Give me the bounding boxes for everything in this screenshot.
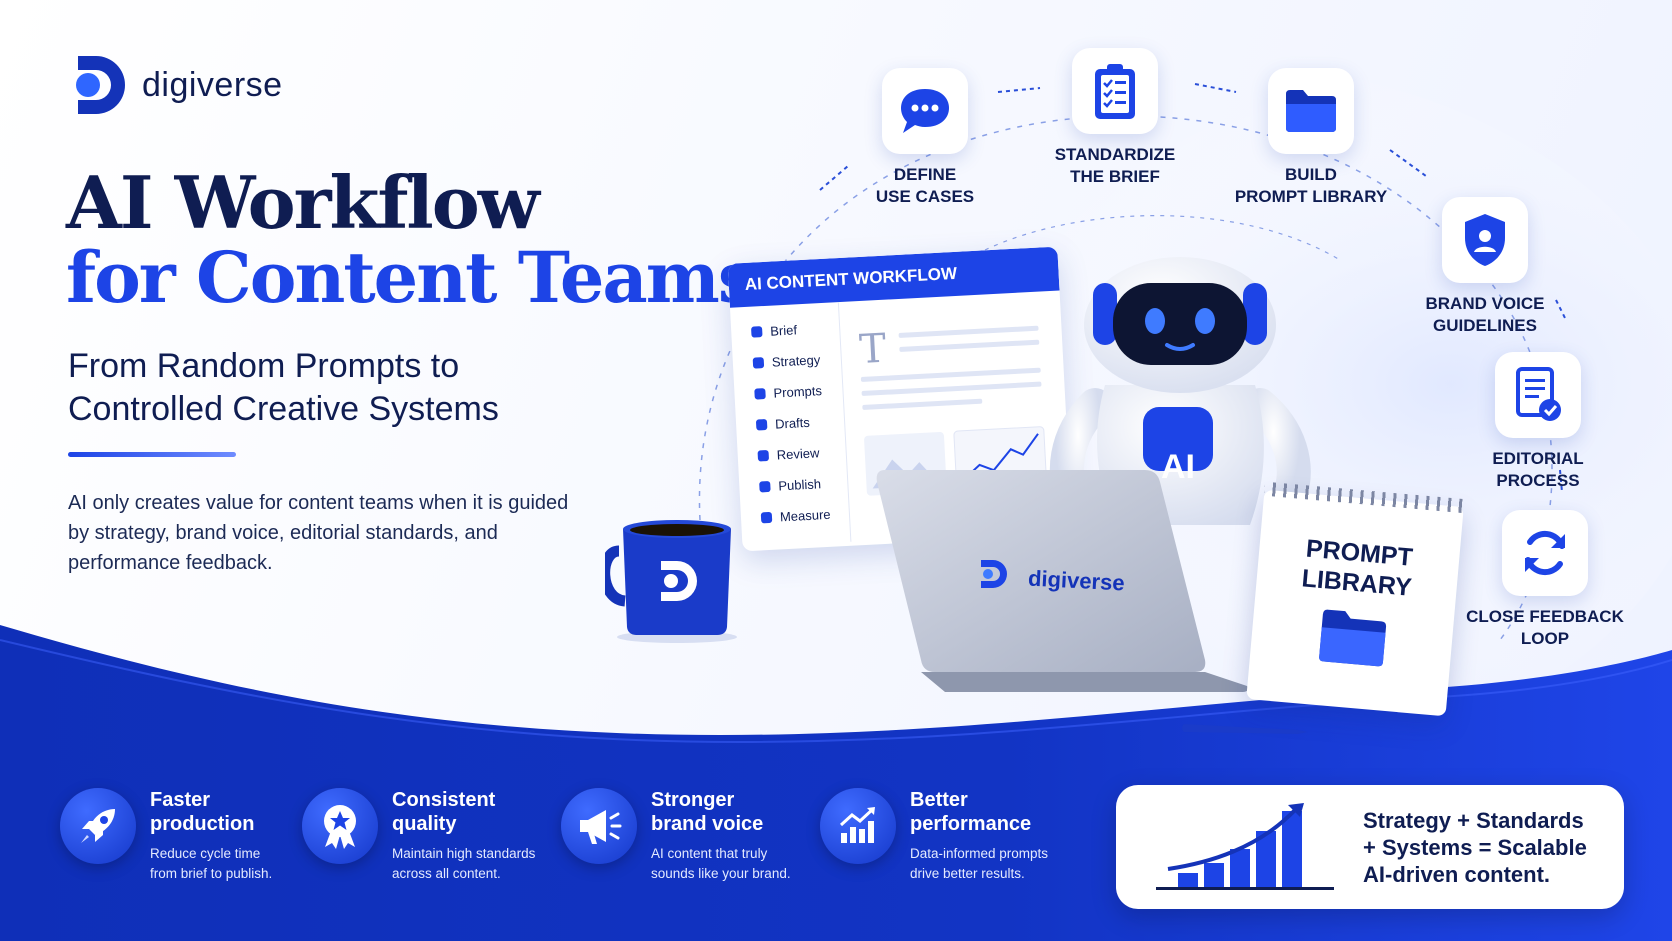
digiverse-logo-icon	[76, 56, 125, 114]
pen	[1182, 724, 1308, 734]
laptop-brand-name: digiverse	[1027, 565, 1126, 596]
review-icon	[757, 449, 770, 462]
rocket-icon	[81, 809, 115, 843]
workflow-item-label: Brief	[769, 322, 798, 339]
chat-bubble-icon	[901, 89, 949, 133]
brand-logo[interactable]: digiverse	[66, 52, 283, 118]
feature-desc-line-1: Reduce cycle time	[150, 846, 261, 861]
folder-icon	[1319, 609, 1387, 667]
prompts-icon	[754, 388, 766, 400]
intro-paragraph: AI only creates value for content teams …	[68, 492, 569, 574]
subheadline-line-2: Controlled Creative Systems	[68, 390, 499, 428]
folder-icon	[1286, 90, 1336, 132]
workflow-item-label: Strategy	[771, 352, 821, 370]
step-label-line-2: USE CASES	[875, 187, 975, 206]
step-label-line-2: PROCESS	[1496, 471, 1580, 490]
step-icon-tile	[882, 68, 968, 154]
measure-icon	[760, 511, 773, 524]
summary-line-3: AI-driven content.	[1363, 862, 1551, 887]
summary-line-1: Strategy + Standards	[1363, 808, 1584, 833]
step-label-line-2: THE BRIEF	[1070, 167, 1160, 186]
step-brand-voice-guidelines[interactable]: BRAND VOICE GUIDELINES	[1400, 197, 1570, 337]
step-label-line-1: BUILD	[1285, 165, 1337, 184]
workflow-sidebar: Brief Strategy Prompts Drafts Review Pub…	[729, 302, 852, 548]
workflow-item-label: Publish	[777, 476, 822, 494]
megaphone-icon	[580, 810, 622, 844]
feature-title-line-2: brand voice	[651, 813, 764, 835]
feature-desc-line-2: sounds like your brand.	[651, 866, 791, 881]
feature-desc-line-2: across all content.	[392, 866, 501, 881]
workflow-item-label: Prompts	[773, 383, 823, 401]
feature-desc-line-1: Maintain high standards	[392, 846, 536, 861]
step-label-line-1: BRAND VOICE	[1425, 294, 1545, 313]
prompt-library-notepad: PROMPT LIBRARY	[1246, 481, 1465, 717]
drafts-icon	[755, 418, 768, 431]
feature-title-line-1: Stronger	[651, 789, 735, 811]
workflow-item-label: Drafts	[774, 414, 811, 432]
headline-line-1: AI Workflow	[66, 160, 540, 245]
brief-icon	[751, 326, 763, 338]
step-label-line-1: EDITORIAL	[1492, 449, 1584, 468]
feature-icon-circle	[60, 788, 136, 864]
step-define-use-cases[interactable]: DEFINE USE CASES	[840, 68, 1010, 208]
feature-title-line-1: Faster	[150, 789, 211, 811]
headline-line-2: for Content Teams	[66, 236, 757, 319]
step-icon-tile	[1442, 197, 1528, 283]
step-label-line-1: DEFINE	[893, 165, 957, 184]
feature-icon-circle	[820, 788, 896, 864]
subheadline-line-1: From Random Prompts to	[68, 347, 460, 385]
strategy-icon	[752, 357, 765, 369]
step-build-prompt-library[interactable]: BUILD PROMPT LIBRARY	[1226, 68, 1396, 208]
summary-card: Strategy + Standards + Systems = Scalabl…	[1116, 785, 1624, 909]
robot-ai-badge: AI	[1161, 448, 1195, 486]
award-badge-icon	[324, 805, 356, 849]
laptop	[876, 470, 1249, 692]
step-editorial-process[interactable]: EDITORIAL PROCESS	[1453, 352, 1623, 492]
feature-desc-line-2: from brief to publish.	[150, 866, 273, 881]
clipboard-checklist-icon	[1095, 64, 1135, 119]
growth-bar-chart-icon	[1156, 803, 1334, 890]
feature-desc-line-2: drive better results.	[910, 866, 1025, 881]
step-label-line-2: GUIDELINES	[1433, 316, 1537, 335]
step-label-line-1: CLOSE FEEDBACK	[1466, 607, 1624, 626]
refresh-icon	[1525, 530, 1565, 576]
feature-title-line-2: quality	[392, 813, 457, 835]
subheadline: From Random Prompts to Controlled Creati…	[68, 345, 628, 431]
summary-line-2: + Systems = Scalable	[1363, 835, 1587, 860]
feature-icon-circle	[302, 788, 378, 864]
feature-title-line-2: production	[150, 813, 255, 835]
feature-title-line-1: Better	[910, 789, 968, 811]
step-label-line-1: STANDARDIZE	[1054, 145, 1176, 164]
publish-icon	[759, 480, 771, 493]
shield-user-icon	[1465, 214, 1505, 266]
feature-title-line-1: Consistent	[392, 789, 496, 811]
feature-desc-line-1: AI content that truly	[651, 846, 768, 861]
workflow-item-measure[interactable]: Measure	[740, 498, 849, 535]
step-icon-tile	[1502, 510, 1588, 596]
step-standardize-brief[interactable]: STANDARDIZE THE BRIEF	[1030, 48, 1200, 188]
step-icon-tile	[1072, 48, 1158, 134]
document-check-icon	[1516, 367, 1561, 421]
brand-name: digiverse	[142, 65, 283, 104]
feature-icon-circle	[561, 788, 637, 864]
step-icon-tile	[1268, 68, 1354, 154]
step-close-feedback-loop[interactable]: CLOSE FEEDBACK LOOP	[1460, 510, 1630, 650]
svg-text:T: T	[858, 326, 887, 373]
coffee-mug	[605, 520, 737, 643]
feature-desc-line-1: Data-informed prompts	[910, 846, 1049, 861]
workflow-item-label: Review	[776, 445, 820, 463]
step-label-line-2: PROMPT LIBRARY	[1234, 187, 1388, 206]
accent-divider	[68, 452, 236, 457]
step-label-line-2: LOOP	[1520, 629, 1570, 648]
feature-title-line-2: performance	[910, 813, 1032, 835]
growth-chart-icon	[839, 807, 875, 843]
workflow-item-label: Measure	[779, 506, 831, 525]
step-icon-tile	[1495, 352, 1581, 438]
